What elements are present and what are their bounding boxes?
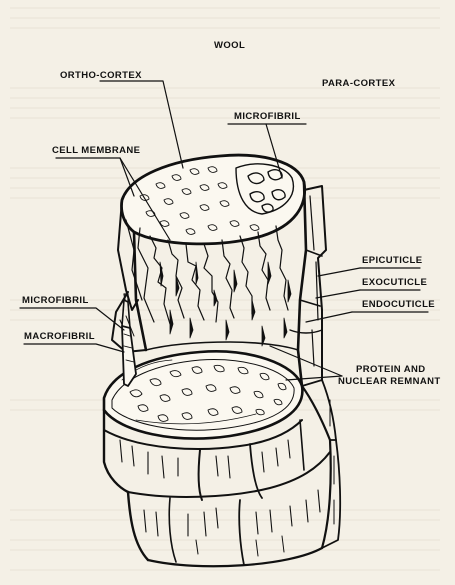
label-exocuticle: EXOCUTICLE [362,277,427,288]
label-protein-line1: PROTEIN AND [356,364,426,375]
label-epicuticle: EPICUTICLE [362,255,422,266]
lower-fiber-segment [104,351,340,566]
label-macrofibril: MACROFIBRIL [24,331,95,342]
label-para-cortex: PARA-CORTEX [322,78,395,89]
leader-cell-membrane-1 [56,158,134,196]
figure-title: WOOL [214,40,245,51]
label-protein-line2: NUCLEAR REMNANT [338,376,441,387]
label-cell-membrane: CELL MEMBRANE [52,145,140,156]
leader-endocuticle [306,312,352,322]
label-endocuticle: ENDOCUTICLE [362,299,435,310]
leader-macrofibril [24,344,124,352]
leader-epicuticle [318,268,360,276]
leader-microfibril-left [20,308,124,330]
label-microfibril-left: MICROFIBRIL [22,295,89,306]
background-text-ghost [10,8,440,570]
label-microfibril-top: MICROFIBRIL [234,111,301,122]
label-ortho-cortex: ORTHO-CORTEX [60,70,142,81]
leader-exocuticle [316,290,360,298]
